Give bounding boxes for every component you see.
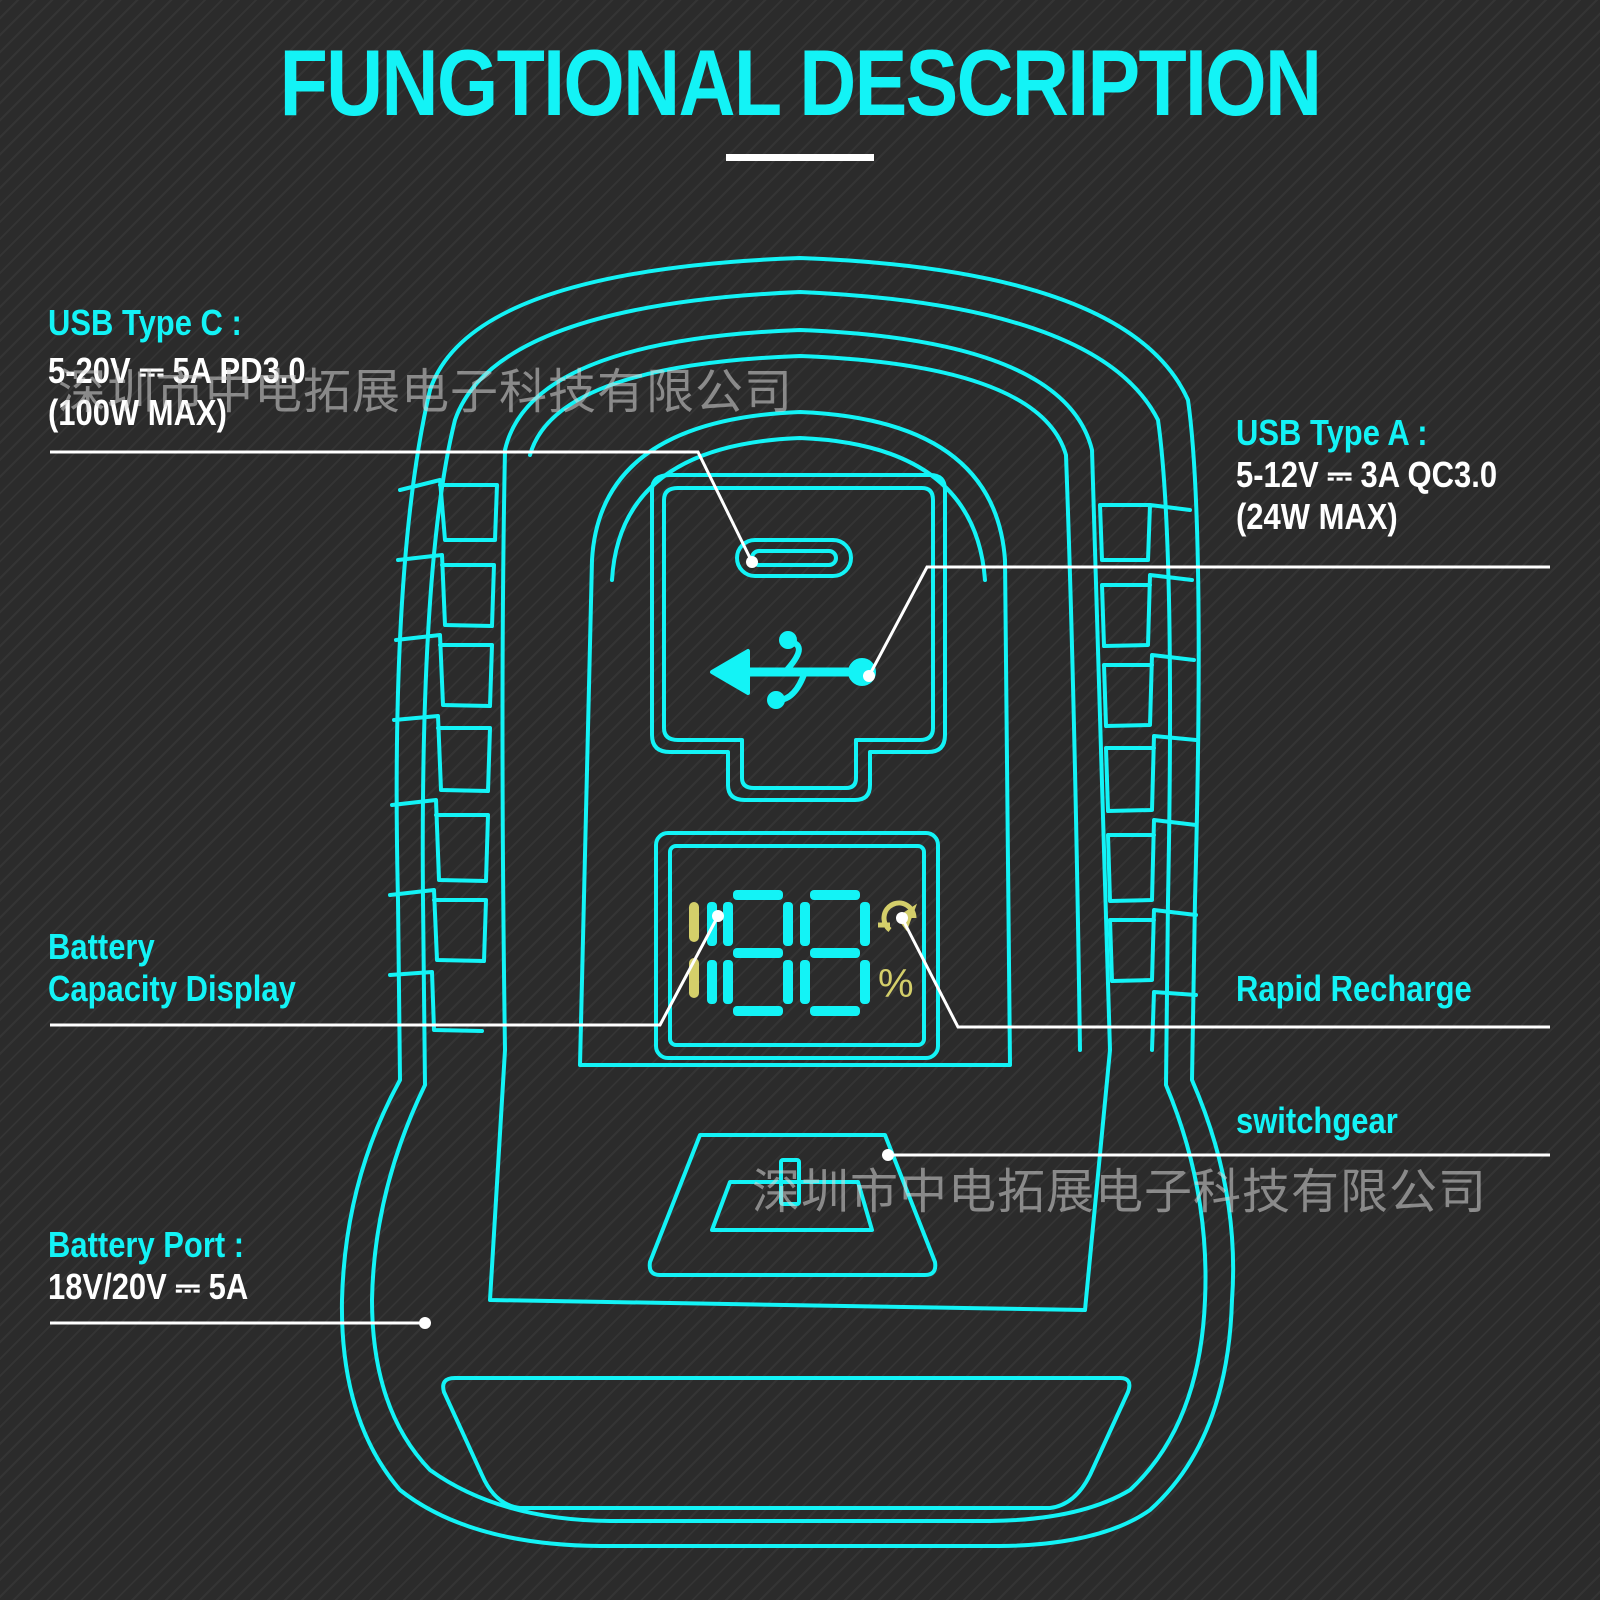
battery-display-line1: Battery xyxy=(48,926,155,967)
leader-lines xyxy=(50,450,1550,1325)
battery-slot xyxy=(441,1376,1132,1510)
usb-c-spec: 5-20V ⎓ 5A PD3.0 xyxy=(48,350,306,391)
usb-c-max: (100W MAX) xyxy=(48,392,227,433)
face-panel-inner xyxy=(528,354,1082,1052)
switch-slot xyxy=(710,1180,874,1232)
port-tower-inner xyxy=(610,436,987,582)
seven-segment-display xyxy=(707,890,870,1016)
leader-rapid-recharge xyxy=(900,917,1550,1029)
watermark-bottom: 深圳市中电拓展电子科技有限公司 xyxy=(752,1164,1488,1220)
usb-a-heading: USB Type A : xyxy=(1236,412,1428,453)
switchgear-callout: switchgear xyxy=(1236,1100,1398,1142)
leader-dots xyxy=(419,556,908,1329)
digit-left xyxy=(723,890,793,1016)
battery-port-callout: Battery Port : 18V/20V ⎓ 5A xyxy=(48,1224,248,1308)
face-panel-outer xyxy=(488,328,1112,1312)
leader-battery-display xyxy=(50,915,720,1027)
battery-port-heading: Battery Port : xyxy=(48,1224,245,1265)
battery-port-spec: 18V/20V ⎓ 5A xyxy=(48,1266,249,1307)
housing-outer xyxy=(339,256,1236,1548)
switchgear-heading: switchgear xyxy=(1236,1100,1398,1141)
rapid-recharge-icon xyxy=(878,900,918,932)
grip-ribs-right xyxy=(1098,503,1198,1052)
switch-housing xyxy=(647,1133,938,1277)
usb-c-port xyxy=(735,538,853,578)
watermark-top: 深圳市中电拓展电子科技有限公司 xyxy=(58,364,794,420)
digit-right xyxy=(800,890,870,1016)
port-panel-outer xyxy=(650,473,947,802)
leader-usb-c xyxy=(50,450,754,563)
usb-a-max: (24W MAX) xyxy=(1236,496,1398,537)
display-frame-outer xyxy=(654,831,940,1060)
percent-icon: % xyxy=(878,962,914,1006)
battery-display-line2: Capacity Display xyxy=(48,968,296,1009)
battery-display-callout: Battery Capacity Display xyxy=(48,926,296,1010)
leader-usb-a xyxy=(867,565,1550,677)
page-title: FUNGTIONAL DESCRIPTION xyxy=(279,30,1322,135)
usb-a-callout: USB Type A : 5-12V ⎓ 3A QC3.0 (24W MAX) xyxy=(1236,412,1497,538)
switch-knob xyxy=(779,1158,801,1206)
display-frame-inner xyxy=(668,844,926,1047)
rapid-recharge-heading: Rapid Recharge xyxy=(1236,968,1472,1009)
grip-ribs-left xyxy=(388,478,499,1033)
housing-inner xyxy=(370,290,1208,1523)
usb-a-spec: 5-12V ⎓ 3A QC3.0 xyxy=(1236,454,1498,495)
title-underline xyxy=(726,154,874,161)
rapid-recharge-callout: Rapid Recharge xyxy=(1236,968,1472,1010)
usb-c-heading: USB Type C : xyxy=(48,302,242,343)
port-tower xyxy=(578,410,1012,1067)
port-panel-inner xyxy=(662,486,935,790)
battery-level-bars xyxy=(689,902,699,998)
usb-c-callout: USB Type C : 5-20V ⎓ 5A PD3.0 (100W MAX) xyxy=(48,302,306,434)
usb-symbol-icon xyxy=(710,631,876,709)
